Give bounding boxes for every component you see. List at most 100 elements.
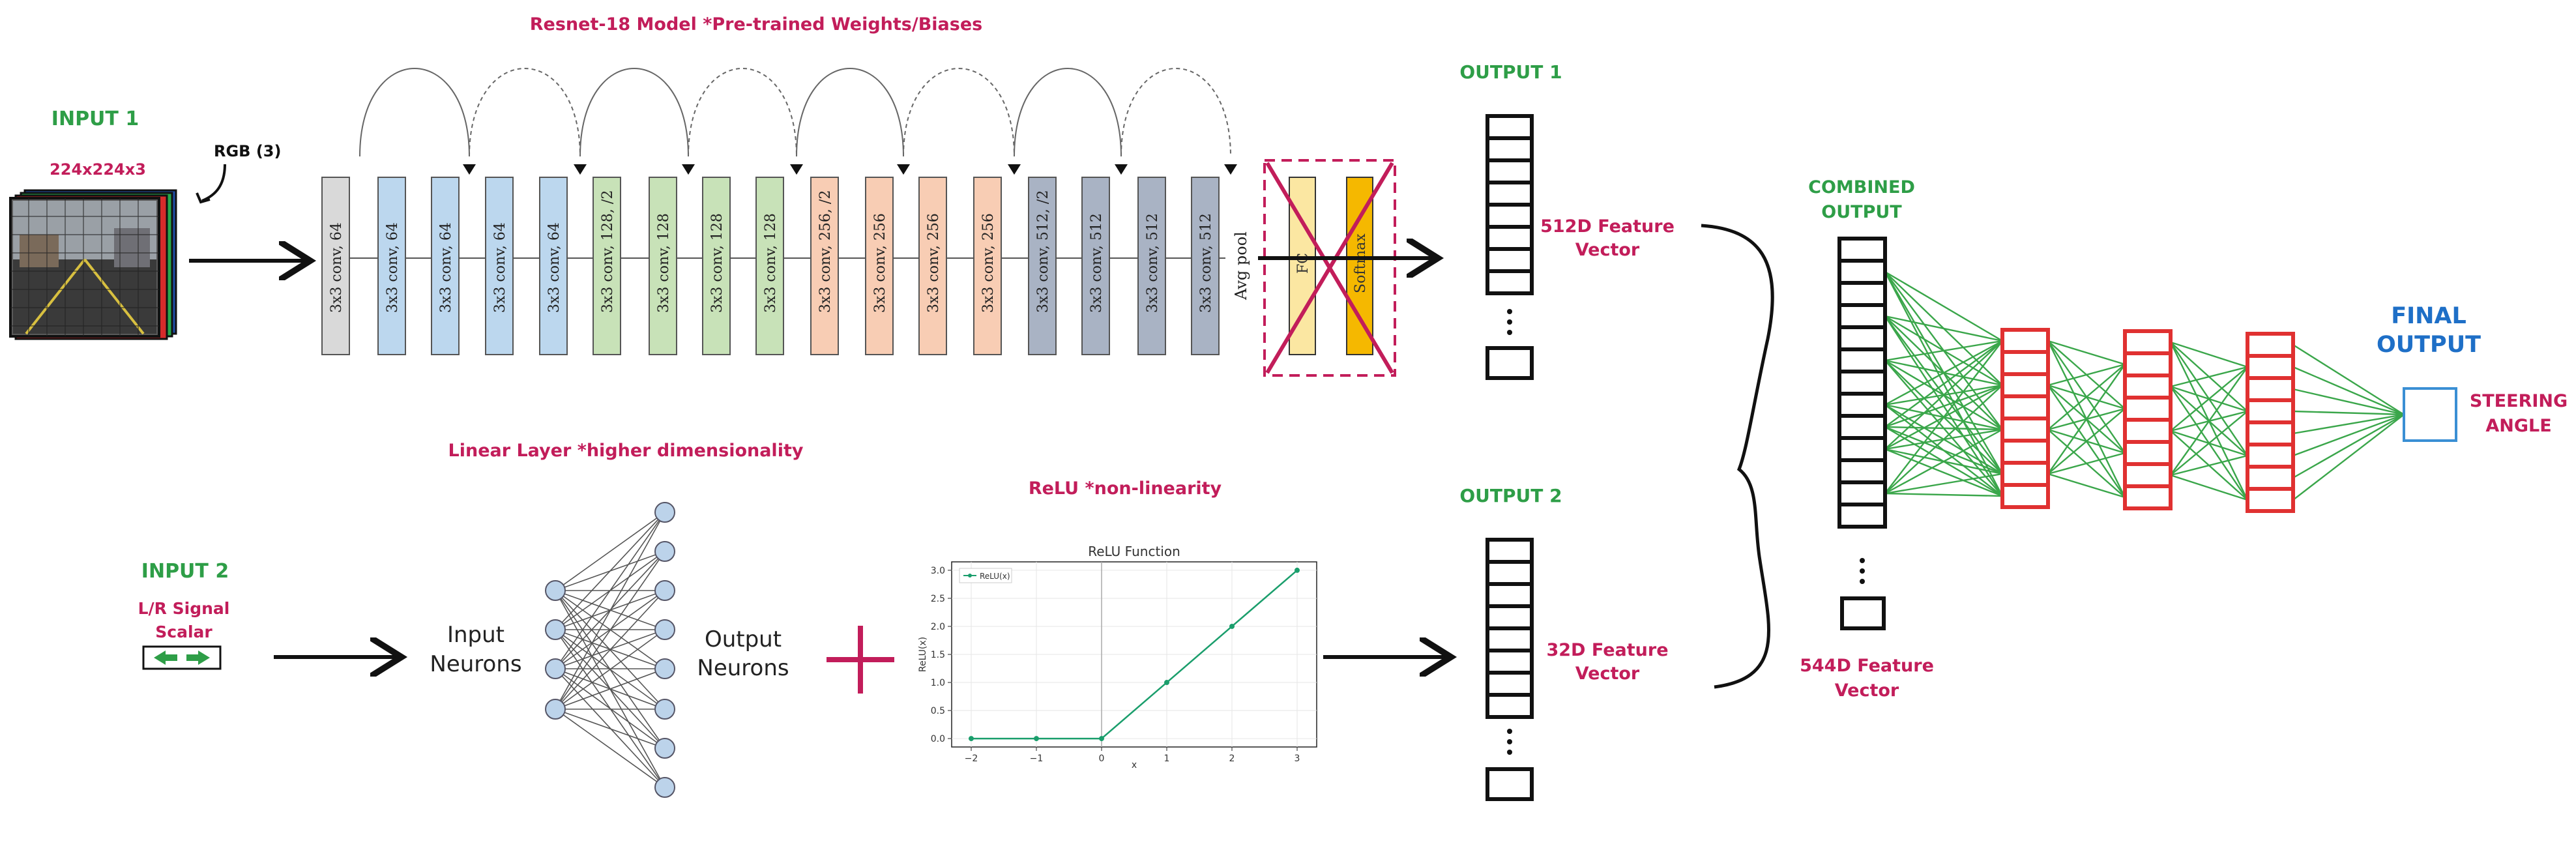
x-tick-label: −2 <box>965 753 978 764</box>
output1-vector-label: Vector <box>1575 240 1640 260</box>
resnet-layer-label-15: 3x3 conv, 512 <box>1089 213 1105 313</box>
resnet-layer-label-13: 3x3 conv, 256 <box>980 213 997 313</box>
relu-point <box>1229 623 1235 629</box>
output2-cell-7 <box>1486 671 1534 697</box>
resnet-layer-1 <box>321 177 350 355</box>
output2-dot-1 <box>1507 729 1512 734</box>
output-neuron-2 <box>654 541 675 562</box>
combine-brace <box>1701 224 1774 689</box>
combined-title-2: OUTPUT <box>1821 202 1902 222</box>
chart-xlabel: x <box>1132 760 1137 770</box>
resnet-layer-label-16: 3x3 conv, 512 <box>1145 213 1161 313</box>
skip-connections <box>359 68 1237 175</box>
mlp-connection <box>2047 452 2126 475</box>
resnet-layer-11 <box>865 177 894 355</box>
mlp-connection <box>2170 454 2248 476</box>
lr-signal-icon <box>142 645 222 670</box>
mlp-connection <box>2170 474 2248 501</box>
linear-title: Linear Layer *higher dimensionality <box>448 441 804 461</box>
hidden-layer-2-node-1 <box>2123 329 2173 355</box>
final-title-1: FINAL <box>2391 303 2466 329</box>
hidden-layer-3-node-1 <box>2246 332 2295 358</box>
output2-cell-1 <box>1486 538 1534 564</box>
linear-connection <box>555 668 666 710</box>
mlp-connection <box>1884 340 2003 494</box>
output1-dot-3 <box>1507 330 1512 335</box>
mlp-connection <box>1884 426 2003 431</box>
hidden-layer-3-node-5 <box>2246 420 2295 446</box>
mlp-connection <box>2170 366 2248 476</box>
hidden-layer-1-node-7 <box>2000 461 2050 487</box>
output2-title: OUTPUT 2 <box>1459 485 1562 506</box>
hidden-layer-1-node-4 <box>2000 394 2050 420</box>
skip-arc-3 <box>579 68 689 157</box>
hidden-layer-2-node-6 <box>2123 440 2173 466</box>
output1-cell-5 <box>1486 203 1534 229</box>
input1-size: 224x224x3 <box>50 160 146 179</box>
resnet-layer-label-17: 3x3 conv, 512 <box>1198 213 1214 313</box>
hidden-layer-2-node-7 <box>2123 462 2173 488</box>
plus-sign <box>827 626 894 694</box>
combined-cell-6 <box>1837 347 1887 373</box>
mlp-connection <box>1884 473 2003 495</box>
linear-connection <box>555 512 666 591</box>
linear-connection <box>555 512 666 669</box>
output-neuron-4 <box>654 619 675 640</box>
steering-label-1: STEERING <box>2470 391 2568 411</box>
y-tick-label: 1.5 <box>931 650 945 660</box>
output-neuron-6 <box>654 699 675 720</box>
hidden-layer-1-node-1 <box>2000 328 2050 354</box>
input-neuron-2 <box>545 619 566 640</box>
mlp-connection <box>1884 340 2003 406</box>
hidden-layer-1-node-6 <box>2000 439 2050 465</box>
resnet-layer-13 <box>973 177 1002 355</box>
resnet-layer-label-2: 3x3 conv, 64 <box>385 222 401 313</box>
input1-channels: RGB (3) <box>214 142 281 160</box>
hidden-layer-3-node-6 <box>2246 443 2295 469</box>
resnet-layer-label-14: 3x3 conv, 512, /2 <box>1035 190 1051 313</box>
legend-label: ReLU(x) <box>980 572 1010 581</box>
mlp-connection <box>2047 408 2126 475</box>
linear-connection <box>555 512 666 630</box>
mlp-connection <box>2047 473 2126 499</box>
output-neuron-7 <box>654 738 675 759</box>
relu-series <box>969 567 1300 742</box>
cross-line-2 <box>1265 162 1394 374</box>
combined-cell-7 <box>1837 370 1887 396</box>
combined-cell-2 <box>1837 259 1887 285</box>
mlp-connection <box>1884 385 2003 494</box>
resnet-layer-6 <box>593 177 621 355</box>
skip-arrowhead-7 <box>1115 164 1128 175</box>
mlp-output-connection <box>2292 413 2405 479</box>
hidden-layer-3-node-4 <box>2246 398 2295 424</box>
output1-cell-4 <box>1486 181 1534 207</box>
output2-cell-2 <box>1486 560 1534 586</box>
output2-feature-label: 32D Feature <box>1546 640 1668 660</box>
softmax-label: Softmax <box>1353 233 1369 293</box>
y-tick-label: 0.5 <box>931 706 945 716</box>
skip-arrowhead-5 <box>897 164 910 175</box>
mlp-network <box>1837 237 2405 630</box>
hidden-layer-3-node-3 <box>2246 376 2295 402</box>
resnet-layer-7 <box>649 177 677 355</box>
mlp-connection <box>1884 492 2003 497</box>
output-neuron-5 <box>654 658 675 679</box>
hidden-layer-2-node-5 <box>2123 418 2173 444</box>
input2-signal-1: L/R Signal <box>138 599 230 618</box>
resnet-layer-label-9: 3x3 conv, 128 <box>763 213 779 313</box>
combined-cell-8 <box>1837 392 1887 418</box>
output1-cell-6 <box>1486 225 1534 251</box>
output2-cell-3 <box>1486 582 1534 608</box>
output2-cell-6 <box>1486 649 1534 675</box>
output-neuron-8 <box>654 777 675 798</box>
input-neurons-label-2: Neurons <box>430 651 521 677</box>
relu-point <box>969 736 974 742</box>
mlp-connection <box>2170 341 2248 368</box>
mlp-output-connection <box>2292 388 2405 416</box>
combined-title-1: COMBINED <box>1808 177 1915 197</box>
mlp-connection <box>2047 364 2126 430</box>
hidden-layer-2-node-4 <box>2123 396 2173 422</box>
